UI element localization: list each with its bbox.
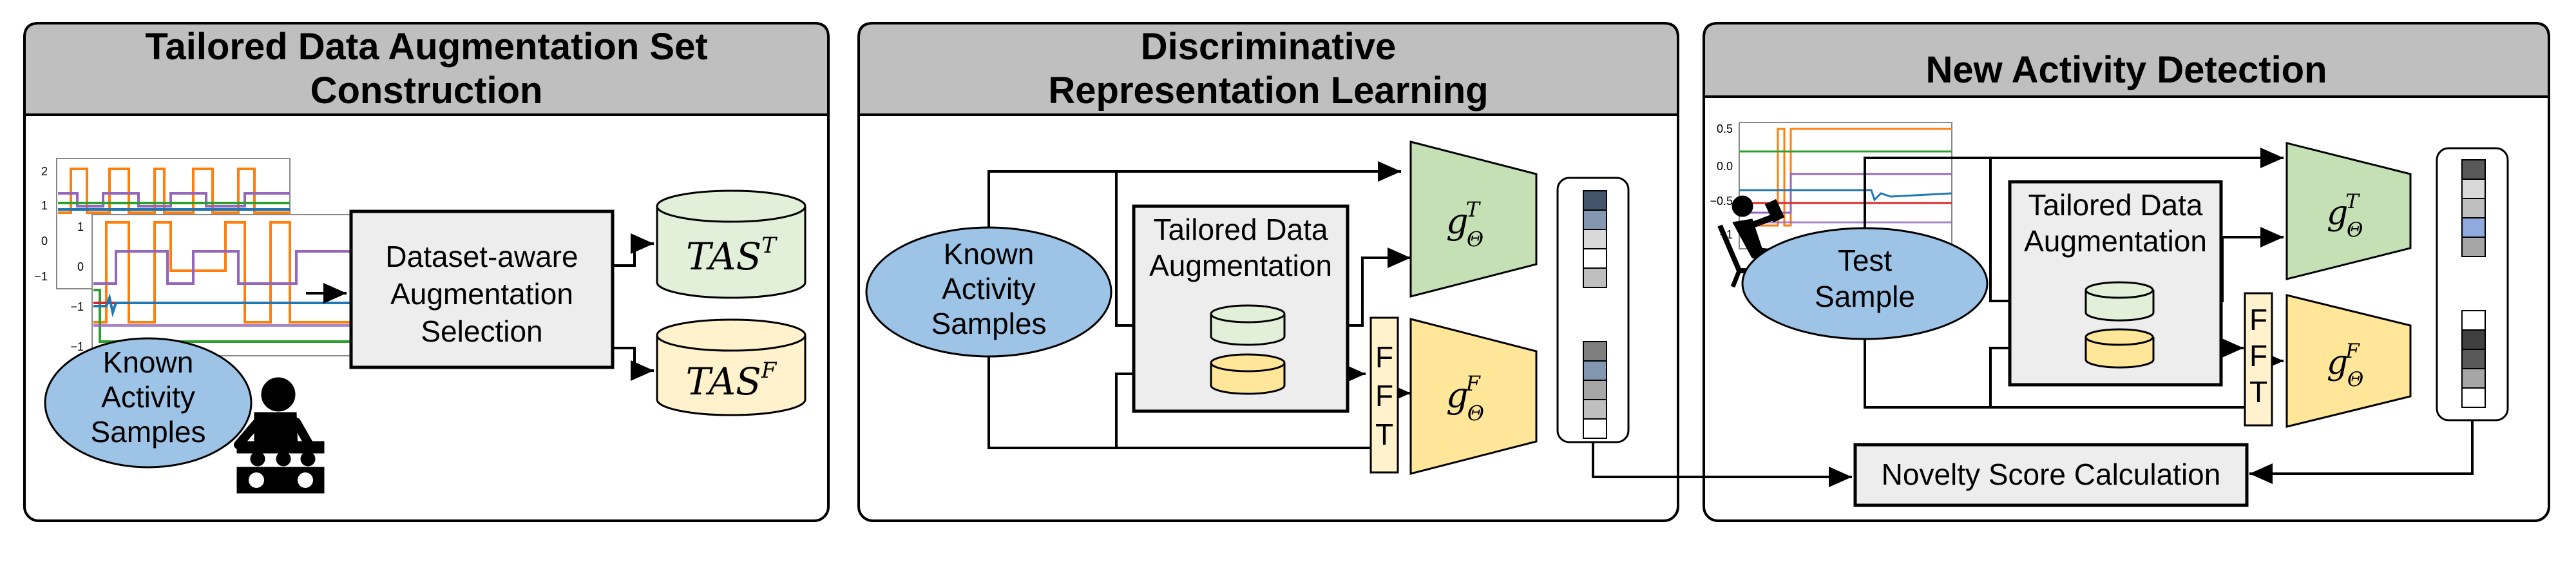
augmentation-label-1: Tailored Data [1153,213,1328,246]
augmentation-label-2: Augmentation [1149,249,1332,282]
embedding-cell [2461,159,2486,180]
fft-letter: T [2249,375,2267,409]
fft-letter: F [2249,303,2267,336]
fft-box [1369,316,1399,474]
embedding-cell [2461,310,2486,331]
embedding-f [1583,341,1607,439]
arrow-icon [613,347,654,381]
embedding-cell [1583,229,1607,249]
panel-header [857,22,1679,116]
selection-label-2: Augmentation [390,277,573,311]
tas-t-label: TAST [686,233,778,278]
connector-lines [1593,148,2474,487]
embedding-cell [2461,237,2486,257]
embedding-cell [1583,341,1607,362]
svg-text:0.0: 0.0 [1717,160,1733,173]
panel-title: New Activity Detection [1925,49,2327,91]
svg-text:0: 0 [41,235,48,247]
cylinder-icon [2085,281,2155,322]
selection-label-1: Dataset-aware [385,240,578,273]
known-samples-ellipse [865,226,1112,358]
selection-label-3: Selection [421,315,542,348]
svg-text:−1: −1 [34,270,48,283]
svg-text:0: 0 [77,260,84,273]
panel-header [1703,22,2550,98]
embedding-cell [1583,248,1607,269]
embedding-cell [1583,190,1607,211]
dj-person-icon [234,377,325,494]
embedding-cell [1583,209,1607,230]
svg-text:2: 2 [41,165,48,178]
novelty-score-box [1853,443,2249,507]
embedding-cell [1583,399,1607,420]
svg-text:1: 1 [41,199,48,212]
panel-header [23,22,830,116]
known-label-2: Activity [942,272,1036,305]
svg-text:−0.5: −0.5 [1710,195,1733,208]
augmentation-label-2: Augmentation [2024,224,2207,258]
svg-text:−1: −1 [70,340,84,353]
tas-f-cylinder-icon: TASF [656,318,806,416]
test-label-1: Test [1838,244,1893,277]
tas-t-cylinder-icon: TAST [656,189,806,299]
panel-new-activity-detection: New Activity Detection 0.5 0.0 −0.5 −1 [1593,22,2550,522]
embedding-cell [2461,179,2486,199]
embedding-cell [2461,368,2486,389]
cylinder-icon [1210,304,1286,346]
embedding-container [2436,147,2509,422]
embedding-cell [2461,329,2486,350]
known-label-1: Known [103,345,194,379]
svg-text:1: 1 [77,220,84,233]
signal-plot-front: 1 0 −1 −1 [70,214,353,356]
arrow-icon [613,233,654,267]
embedding-f [2461,310,2486,408]
fft-letter: F [1375,340,1393,374]
test-label-2: Sample [1815,280,1915,313]
panel-title-line1: Discriminative [1141,26,1397,68]
panel-title-line2: Construction [310,70,543,111]
panel-tas-construction: Tailored Data Augmentation Set Construct… [23,22,830,522]
known-label-2: Activity [101,380,195,414]
panel-representation-learning: Discriminative Representation Learning K… [857,22,1952,522]
cylinder-icon [2085,328,2155,369]
panel-title-line2: Representation Learning [1048,70,1488,111]
known-label-1: Known [944,237,1035,271]
test-sample-ellipse [1741,227,1989,340]
embedding-cell [1583,418,1607,439]
augmentation-label-1: Tailored Data [2028,188,2202,222]
cylinder-icon [1210,353,1286,395]
svg-text:0.5: 0.5 [1717,122,1733,135]
fft-box [2244,292,2273,427]
tas-f-label: TASF [686,358,778,403]
panel-title-line1: Tailored Data Augmentation Set [145,26,707,68]
embedding-cell [1583,360,1607,381]
embedding-t [2461,159,2486,257]
embedding-cell [2461,349,2486,369]
embedding-cell [2461,198,2486,218]
novelty-label: Novelty Score Calculation [1882,458,2221,491]
known-label-3: Samples [91,415,206,449]
fft-letter: T [1375,418,1393,451]
known-samples-ellipse [44,337,253,469]
embedding-cell [1583,380,1607,400]
embedding-cell [1583,267,1607,288]
svg-text:−1: −1 [70,300,84,313]
embedding-cell [2461,387,2486,408]
known-label-3: Samples [931,307,1047,340]
embedding-t [1583,190,1607,288]
fft-letter: F [2249,339,2267,373]
augmentation-selection-box [349,209,615,369]
fft-letter: F [1375,379,1393,412]
embedding-cell [2461,217,2486,238]
